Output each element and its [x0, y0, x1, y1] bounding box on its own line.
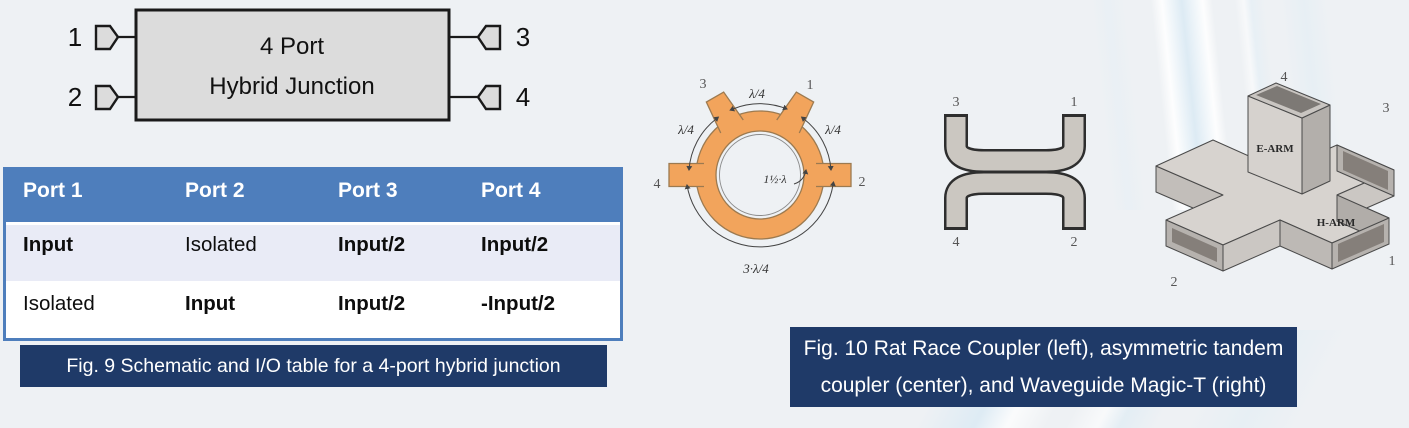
figure9-caption: Fig. 9 Schematic and I/O table for a 4-p… — [20, 345, 607, 387]
rat-race-port3-label: 3 — [700, 77, 707, 92]
schematic-port1-label: 1 — [68, 22, 82, 52]
arc-3lambda4-bottom — [684, 181, 836, 248]
schematic-port3-label: 3 — [516, 22, 530, 52]
io-table: Port 1 Port 2 Port 3 Port 4 Input Isolat… — [3, 167, 623, 341]
magic-t-figure: E-ARM H-ARM 4 3 1 2 — [1155, 70, 1396, 290]
io-table-cell: Input — [185, 292, 236, 315]
lambda4-left-label: λ/4 — [677, 122, 694, 137]
io-table-cell: Input — [23, 233, 74, 256]
tandem-port2-label: 2 — [1071, 235, 1078, 250]
io-table-header-row: Port 1 Port 2 Port 3 Port 4 — [6, 170, 620, 222]
rat-race-ring-hole — [715, 130, 805, 220]
arc-lambda4-top — [729, 103, 788, 112]
magic-t-port3-label: 3 — [1383, 101, 1390, 116]
tandem-port3-label: 3 — [953, 95, 960, 110]
io-table-header: Port 1 — [23, 179, 83, 202]
io-table-row: Input Isolated Input/2 Input/2 — [6, 225, 620, 281]
rat-race-port2-label: 2 — [859, 175, 866, 190]
io-table-cell: Isolated — [23, 292, 95, 315]
io-table-row: Isolated Input Input/2 -Input/2 — [6, 284, 620, 338]
port4-connector — [476, 84, 502, 111]
figure10-caption-line2: coupler (center), and Waveguide Magic-T … — [820, 374, 1267, 397]
schematic-port4-label: 4 — [516, 82, 530, 112]
3lambda4-bottom-label: 3·λ/4 — [742, 261, 769, 276]
junction-title-line1: 4 Port — [260, 33, 324, 60]
rat-race-coupler-figure: λ/4 λ/4 λ/4 3·λ/4 1½·λ 3 1 4 2 — [654, 77, 866, 276]
arc-lambda4-right — [800, 116, 834, 171]
io-table-cell: Input/2 — [481, 233, 549, 256]
h-arm-label: H-ARM — [1317, 217, 1356, 229]
magic-t-port1-opening — [1338, 224, 1384, 262]
port2-connector — [94, 84, 120, 111]
io-table-cell: Isolated — [185, 233, 257, 256]
port1-connector — [94, 24, 120, 51]
tandem-port1-label: 1 — [1071, 95, 1078, 110]
arc-lambda4-left — [686, 116, 720, 171]
magic-t-port4-label: 4 — [1281, 70, 1288, 85]
magic-t-port3-opening — [1343, 151, 1388, 190]
io-table-header: Port 3 — [338, 179, 398, 202]
lambda4-right-label: λ/4 — [824, 122, 841, 137]
io-table-cell: Input/2 — [338, 233, 406, 256]
schematic-port2-label: 2 — [68, 82, 82, 112]
rat-race-port4-label: 4 — [654, 177, 661, 192]
io-table-cell: Input/2 — [338, 292, 406, 315]
figure10-caption-line1: Fig. 10 Rat Race Coupler (left), asymmet… — [803, 337, 1284, 360]
magic-t-port4-opening — [1256, 86, 1321, 113]
junction-title-line2: Hybrid Junction — [209, 73, 374, 100]
magic-t-e-arm-side — [1301, 104, 1331, 195]
magic-t-port2-opening — [1172, 228, 1217, 262]
tandem-bottom-trace — [944, 171, 1086, 230]
rat-race-inner-line — [719, 134, 801, 216]
rat-race-port1-label: 1 — [807, 78, 814, 93]
circumference-label: 1½·λ — [763, 172, 786, 186]
magic-t-port1-label: 1 — [1389, 254, 1396, 269]
e-arm-label: E-ARM — [1256, 143, 1294, 155]
magic-t-port2-label: 2 — [1171, 275, 1178, 290]
tandem-top-trace — [944, 114, 1086, 173]
port3-connector — [476, 24, 502, 51]
rat-race-stub-port2 — [816, 162, 852, 188]
tandem-coupler-figure: 3 1 4 2 — [944, 95, 1086, 250]
io-table-header: Port 2 — [185, 179, 245, 202]
rat-race-stub-port4 — [668, 162, 704, 188]
tandem-port4-label: 4 — [953, 235, 960, 250]
junction-box — [134, 8, 451, 122]
hybrid-junction-schematic: 4 Port Hybrid Junction 1 2 3 4 — [68, 8, 530, 122]
figure10-caption: Fig. 10 Rat Race Coupler (left), asymmet… — [790, 327, 1297, 407]
io-table-cell: -Input/2 — [481, 292, 556, 315]
circumference-leader-arrow — [793, 169, 809, 185]
io-table-header: Port 4 — [481, 179, 541, 202]
lambda4-top-label: λ/4 — [748, 86, 765, 101]
